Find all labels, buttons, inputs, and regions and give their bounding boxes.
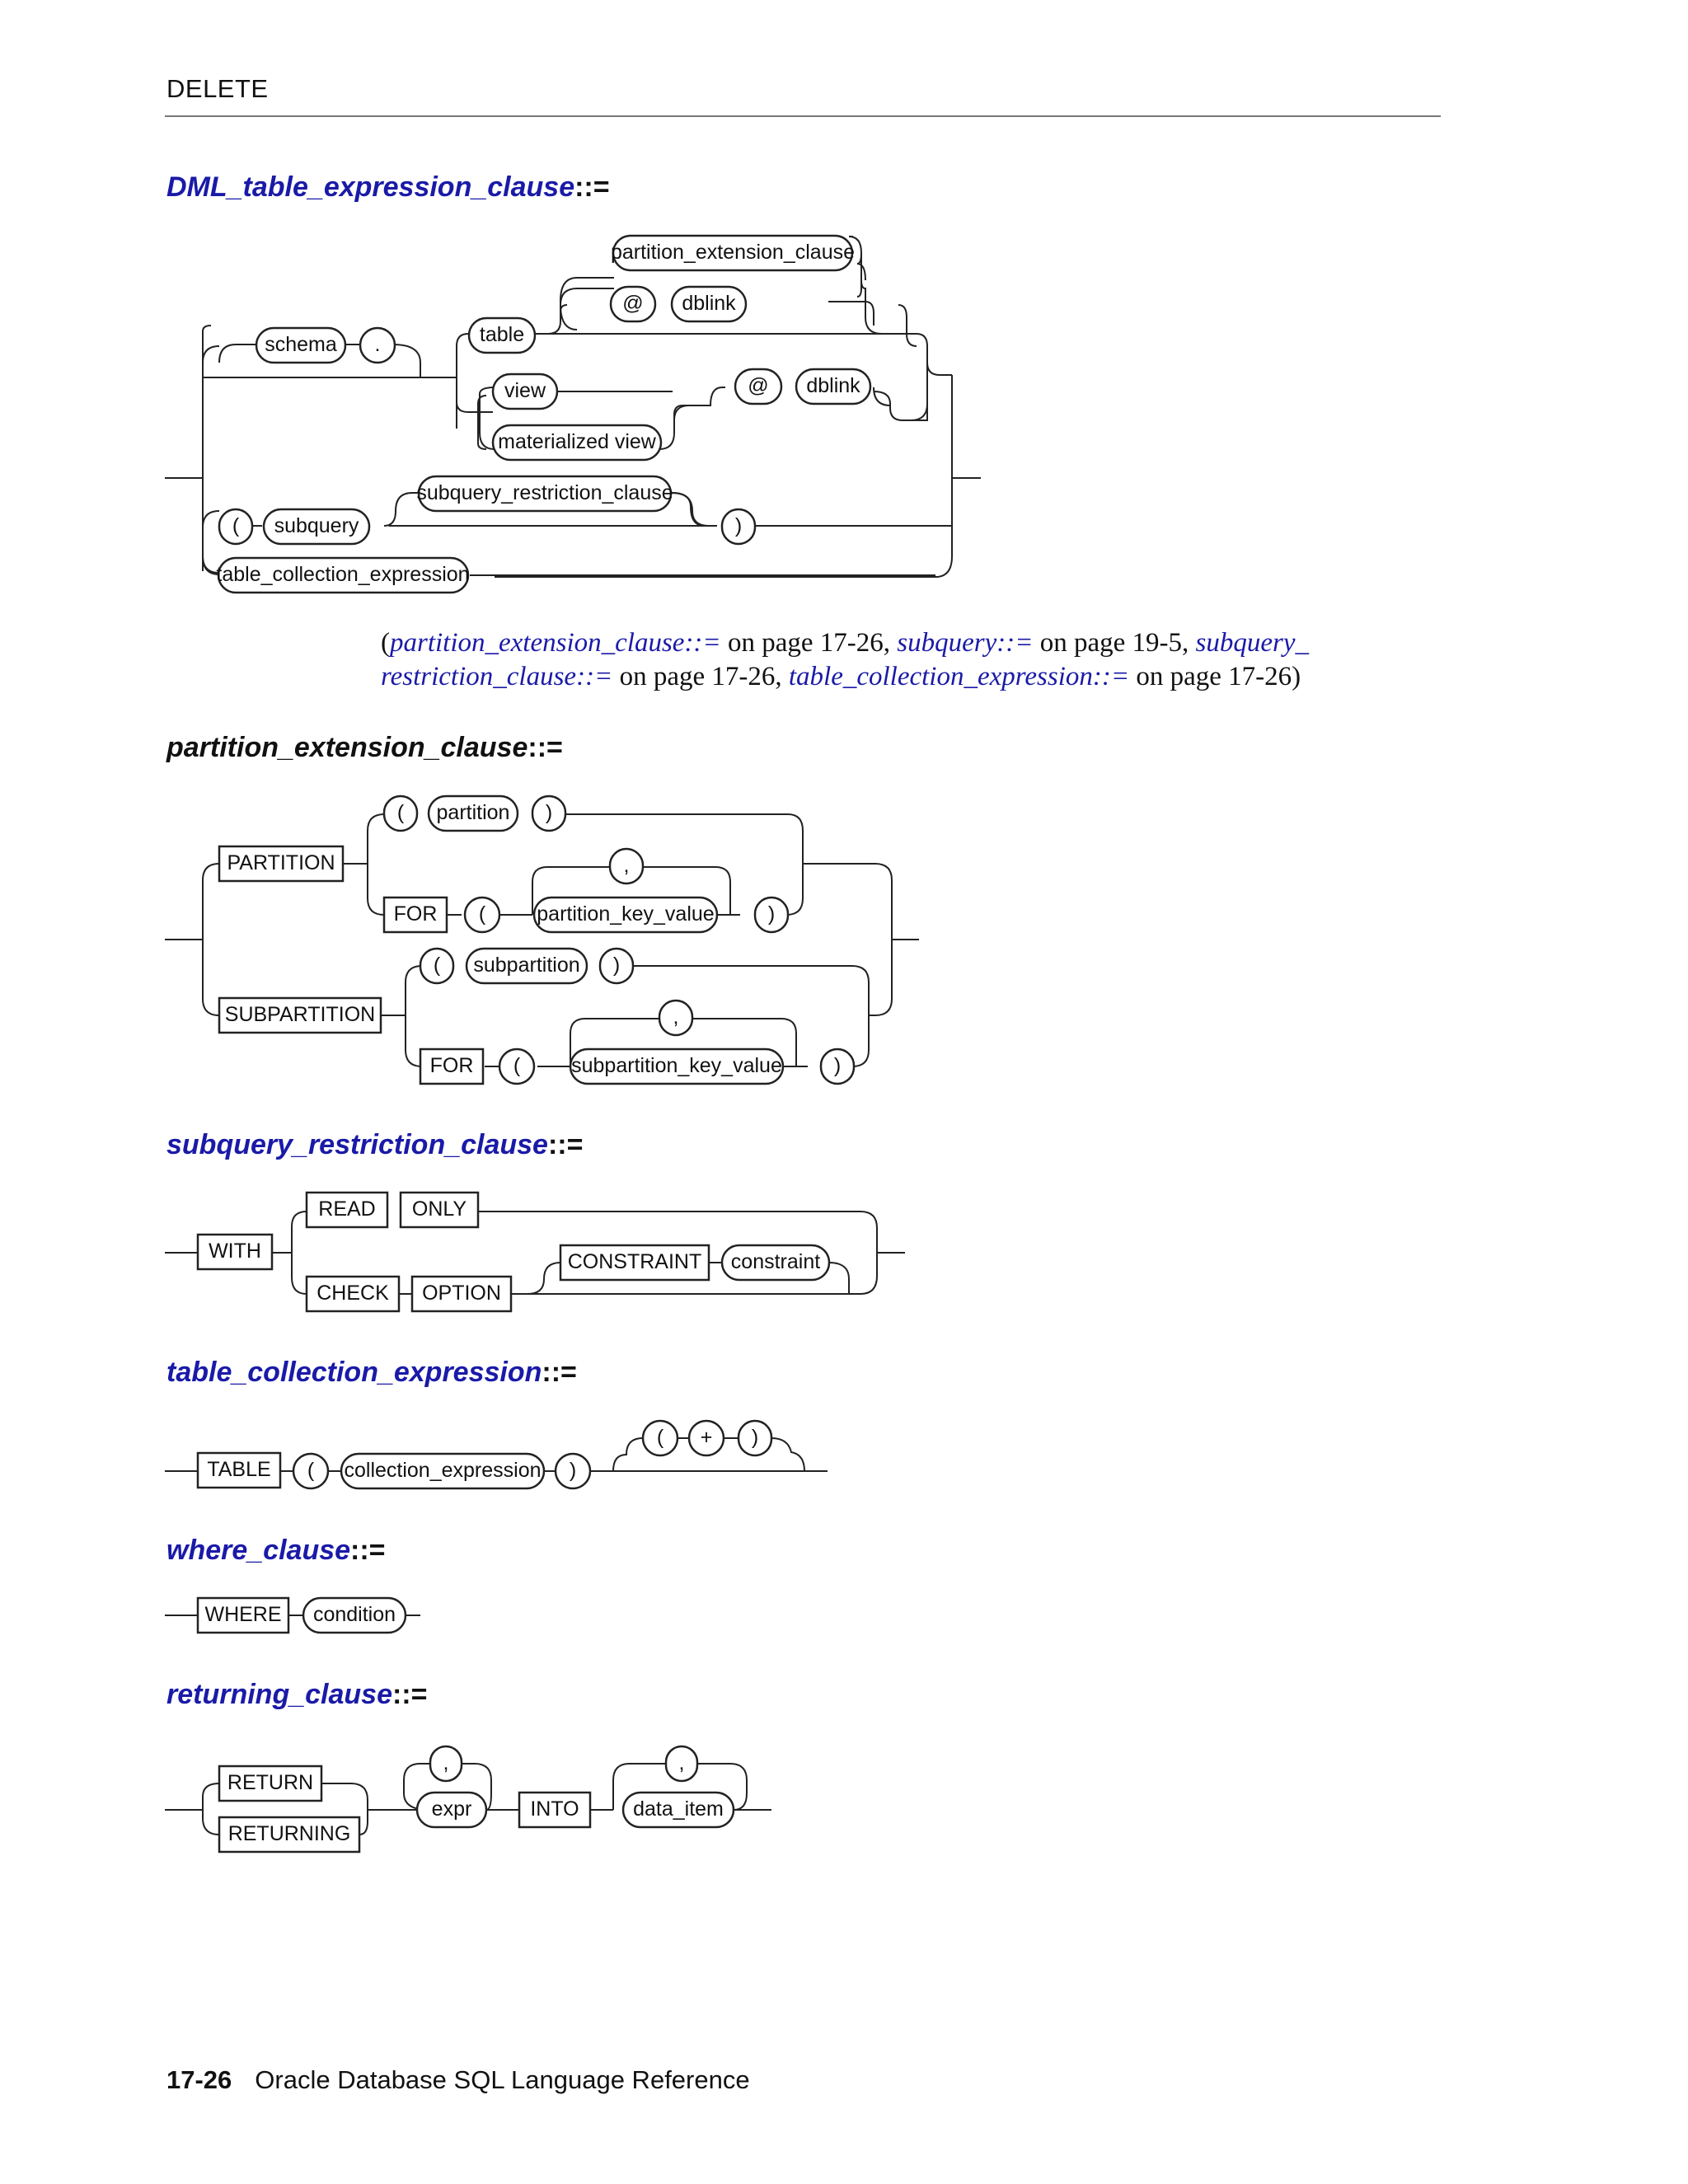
dml-partition-extension-clause-node: partition_extension_clause bbox=[611, 241, 855, 264]
part-partition-keyword-node: PARTITION bbox=[227, 851, 335, 874]
part-partition-key-value-node: partition_key_value bbox=[537, 902, 714, 926]
note-text-3: on page 17-26, bbox=[612, 662, 789, 691]
note-text-2: on page 19-5, bbox=[1033, 628, 1196, 658]
part-rp1-node: ) bbox=[546, 801, 552, 824]
tce-rp1-node: ) bbox=[752, 1426, 758, 1449]
heading-subquery-restriction-clause: subquery_restriction_clause::= bbox=[166, 1129, 583, 1161]
where-clause-diagram bbox=[165, 1615, 420, 1616]
header-rule bbox=[165, 115, 1441, 117]
heading-link[interactable]: where_clause bbox=[166, 1535, 351, 1566]
dml-schema-node: schema bbox=[265, 333, 337, 356]
link-subquery[interactable]: subquery::= bbox=[897, 628, 1034, 658]
tce-table-keyword-node: TABLE bbox=[207, 1458, 270, 1481]
tce-lp1-node: ( bbox=[657, 1426, 664, 1449]
where-keyword-node: WHERE bbox=[204, 1603, 281, 1626]
footer-title: Oracle Database SQL Language Reference bbox=[255, 2065, 750, 2094]
ret-returning-keyword-node: RETURNING bbox=[228, 1822, 351, 1845]
heading-dml-table-expression-clause: DML_table_expression_clause::= bbox=[166, 171, 610, 204]
dml-subquery-restriction-clause-node: subquery_restriction_clause bbox=[416, 481, 673, 504]
dml-table-collection-expression-node: table_collection_expression bbox=[216, 563, 469, 586]
restr-check-node: CHECK bbox=[316, 1282, 389, 1305]
where-condition-node: condition bbox=[313, 1603, 396, 1626]
part-lp3-node: ( bbox=[434, 954, 441, 977]
part-subpartition-key-value-node: subpartition_key_value bbox=[571, 1054, 782, 1077]
part-rp4-node: ) bbox=[834, 1054, 841, 1077]
heading-link[interactable]: returning_clause bbox=[166, 1679, 392, 1710]
heading-operator: ::= bbox=[528, 732, 563, 763]
note-text-4: on page 17-26) bbox=[1129, 662, 1301, 691]
ret-comma1-node: , bbox=[443, 1751, 449, 1774]
part-subpartition-node: subpartition bbox=[473, 954, 579, 977]
dml-table-node: table bbox=[480, 323, 524, 346]
tce-diagram-nodes: ( + ) TABLE ( collection_expression ) bbox=[196, 1419, 773, 1490]
heading-operator: ::= bbox=[547, 1129, 584, 1160]
restr-constraint-keyword-node: CONSTRAINT bbox=[568, 1250, 702, 1273]
link-partition-extension-clause[interactable]: partition_extension_clause::= bbox=[390, 628, 721, 658]
tce-plus-node: + bbox=[701, 1426, 713, 1449]
heading-link[interactable]: table_collection_expression bbox=[166, 1357, 542, 1388]
link-table-collection-expression[interactable]: table_collection_expression::= bbox=[788, 662, 1130, 691]
partition-diagram-nodes: ( partition ) PARTITION , FOR ( partitio… bbox=[218, 794, 856, 1085]
part-rp3-node: ) bbox=[613, 954, 620, 977]
ret-data-item-node: data_item bbox=[633, 1797, 724, 1821]
heading-operator: ::= bbox=[392, 1679, 428, 1710]
dml-diagram-nodes: partition_extension_clause @ dblink sche… bbox=[216, 234, 872, 594]
part-partition-node: partition bbox=[437, 801, 510, 824]
heading-operator: ::= bbox=[542, 1357, 577, 1388]
dml-lparen-node: ( bbox=[232, 514, 240, 537]
heading-returning-clause: returning_clause::= bbox=[166, 1679, 427, 1711]
heading-partition-extension-clause: partition_extension_clause::= bbox=[166, 732, 563, 764]
ret-into-node: INTO bbox=[530, 1797, 579, 1821]
heading-link[interactable]: DML_table_expression_clause bbox=[166, 171, 575, 203]
ret-expr-node: expr bbox=[432, 1797, 472, 1821]
part-subpartition-keyword-node: SUBPARTITION bbox=[225, 1003, 375, 1026]
ret-return-keyword-node: RETURN bbox=[227, 1771, 313, 1794]
heading-link[interactable]: subquery_restriction_clause bbox=[166, 1129, 548, 1160]
restr-with-node: WITH bbox=[209, 1240, 261, 1263]
note-text-1: on page 17-26, bbox=[720, 628, 898, 658]
tce-rp2-node: ) bbox=[570, 1459, 576, 1482]
tce-lp2-node: ( bbox=[307, 1459, 315, 1482]
part-rp2-node: ) bbox=[768, 902, 775, 926]
heading-text: partition_extension_clause bbox=[166, 732, 528, 763]
part-lp2-node: ( bbox=[479, 902, 486, 926]
part-lp1-node: ( bbox=[397, 801, 405, 824]
restr-option-node: OPTION bbox=[422, 1282, 501, 1305]
ret-comma2-node: , bbox=[679, 1751, 685, 1774]
returning-clause-diagram bbox=[165, 1763, 771, 1835]
restriction-diagram-nodes: READ ONLY WITH CONSTRAINT constraint CHE… bbox=[196, 1191, 831, 1313]
dml-at2-node: @ bbox=[748, 374, 768, 397]
table-collection-diagram bbox=[165, 1437, 828, 1472]
heading-table-collection-expression: table_collection_expression::= bbox=[166, 1357, 577, 1389]
footer-page-number: 17-26 bbox=[166, 2065, 232, 2094]
part-for2-node: FOR bbox=[430, 1054, 474, 1077]
dml-dblink2-node: dblink bbox=[806, 374, 860, 397]
dml-rparen-node: ) bbox=[735, 514, 742, 537]
partition-extension-diagram bbox=[165, 813, 919, 1067]
link-subquery-restriction-clause[interactable]: subquery_ restriction_clause::= bbox=[381, 628, 1310, 691]
cross-reference-note: (partition_extension_clause::= on page 1… bbox=[381, 626, 1411, 694]
dml-at1-node: @ bbox=[622, 292, 643, 315]
restr-only-node: ONLY bbox=[412, 1197, 467, 1221]
dml-view-node: view bbox=[504, 379, 546, 402]
heading-operator: ::= bbox=[574, 171, 610, 203]
part-lp4-node: ( bbox=[513, 1054, 521, 1077]
where-diagram-nodes: WHERE condition bbox=[196, 1596, 407, 1634]
restr-read-node: READ bbox=[318, 1197, 375, 1221]
dml-dblink1-node: dblink bbox=[682, 292, 736, 315]
part-comma1-node: , bbox=[624, 854, 630, 877]
note-open: ( bbox=[381, 628, 390, 658]
page-footer: 17-26 Oracle Database SQL Language Refere… bbox=[166, 2065, 750, 2095]
restr-constraint-node: constraint bbox=[731, 1250, 820, 1273]
dml-subquery-node: subquery bbox=[274, 514, 359, 537]
heading-where-clause: where_clause::= bbox=[166, 1535, 386, 1567]
tce-collection-expression-node: collection_expression bbox=[344, 1459, 541, 1482]
heading-operator: ::= bbox=[350, 1535, 386, 1566]
page-header: DELETE bbox=[166, 74, 269, 103]
dml-materialized-view-node: materialized view bbox=[498, 430, 657, 453]
part-comma2-node: , bbox=[673, 1005, 679, 1029]
returning-diagram-nodes: RETURN RETURNING , expr INTO , data_item bbox=[218, 1745, 735, 1854]
dml-dot-node: . bbox=[375, 333, 381, 356]
part-for1-node: FOR bbox=[394, 902, 438, 926]
